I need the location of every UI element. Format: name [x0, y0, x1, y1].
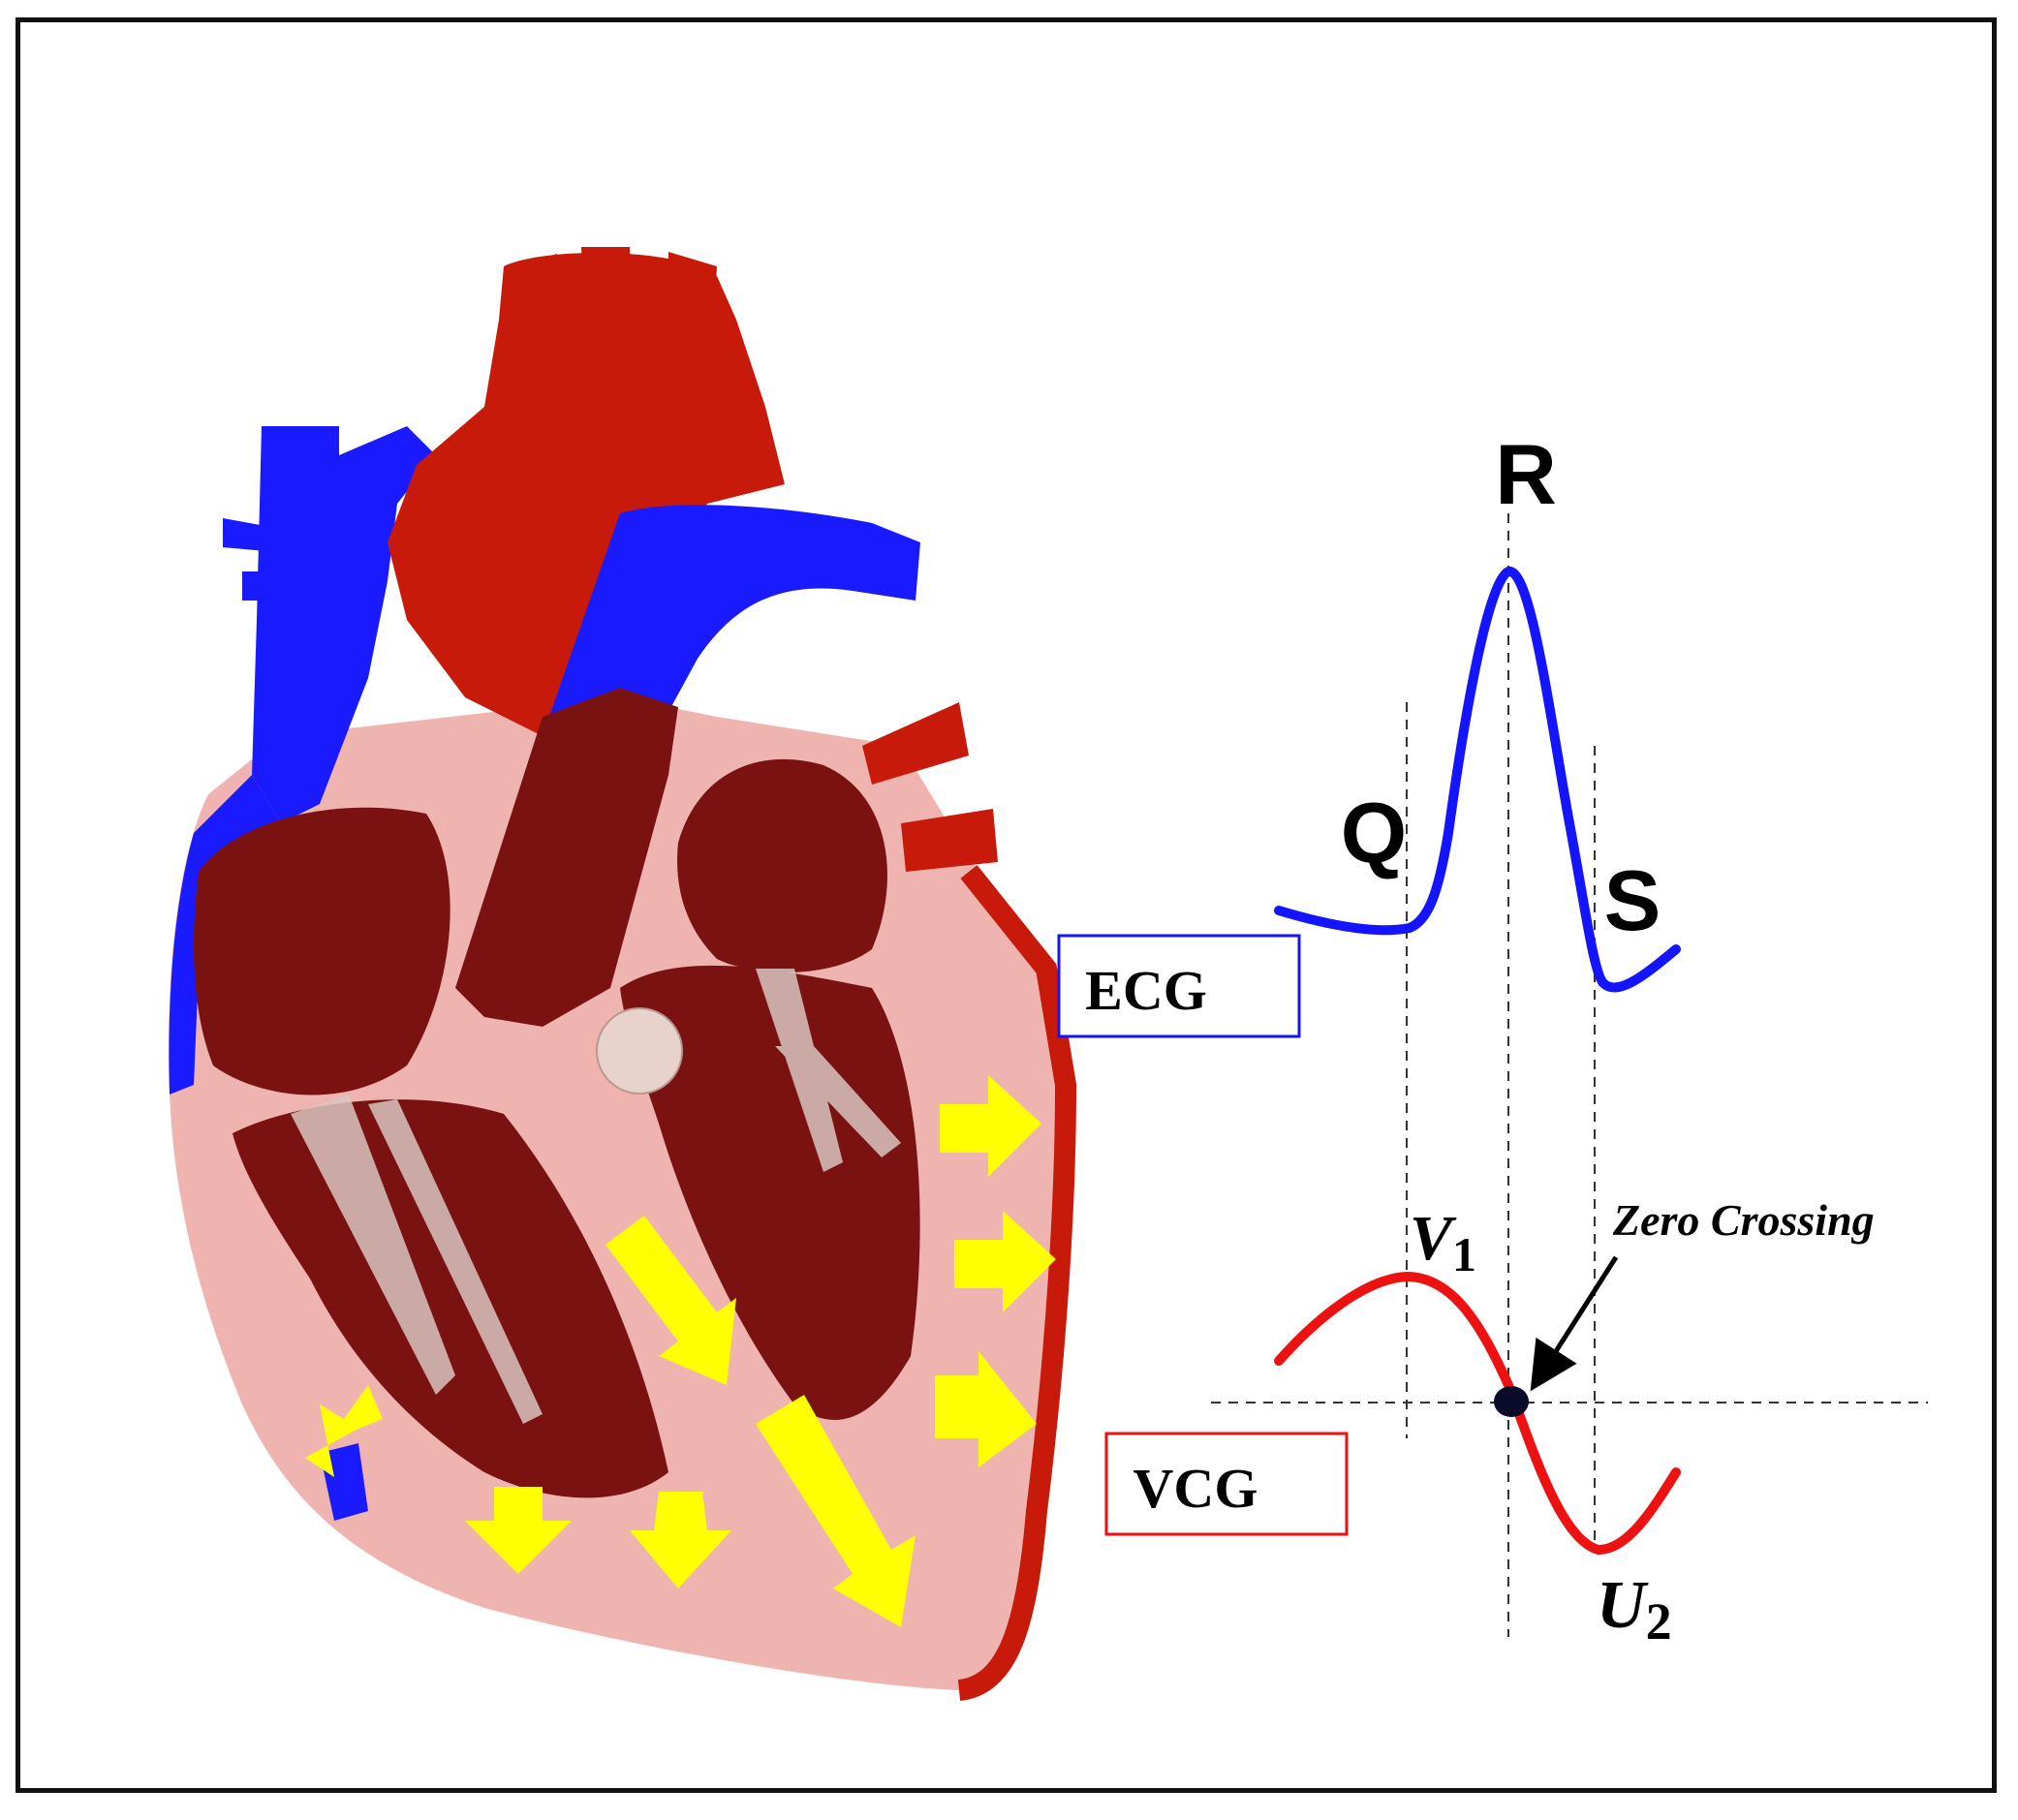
- aorta: [388, 253, 785, 736]
- waveform-diagram: R Q S V1 U2 Zero Crossing ECG VCG: [1057, 426, 1928, 1650]
- aortic-branch-3: [668, 252, 717, 358]
- u2-subscript: 2: [1646, 1592, 1672, 1650]
- arrow-icon: [935, 1351, 1037, 1467]
- figure-border: [16, 17, 1997, 1793]
- aortic-branch-1: [504, 254, 562, 368]
- ecg-label-text: ECG: [1085, 959, 1207, 1022]
- v1-subscript: 1: [1452, 1227, 1476, 1281]
- heart-illustration: [169, 247, 1077, 1701]
- vcg-label-box: [1104, 1432, 1349, 1536]
- arrow-icon: [954, 1211, 1056, 1312]
- right-atrium: [194, 807, 450, 1095]
- ecg-curve: [1274, 567, 1681, 993]
- s-point-label: S: [1604, 852, 1661, 948]
- arrow-icon: [465, 1487, 572, 1574]
- r-peak-label: R: [1495, 426, 1557, 522]
- zero-crossing-pointer: [1530, 1255, 1619, 1392]
- vein-rim-left: [169, 775, 281, 1095]
- heart-outer-rim: [957, 865, 1077, 1701]
- arrow-icon: [630, 1492, 731, 1589]
- v1-letter: V: [1410, 1203, 1457, 1274]
- u2-label: U2: [1597, 1568, 1672, 1650]
- pulmonary-vein-right-1: [862, 702, 969, 785]
- v1-label: V1: [1410, 1203, 1476, 1281]
- u2-letter: U: [1597, 1568, 1649, 1643]
- arrow-icon: [940, 1075, 1041, 1177]
- vcg-label-text: VCG: [1133, 1457, 1258, 1520]
- chordae-left: [756, 969, 901, 1172]
- zero-crossing-point: [1494, 1386, 1529, 1417]
- pulmonary-vein-left: [223, 518, 276, 601]
- pulmonary-vein-right-2: [901, 809, 998, 872]
- q-point-label: Q: [1341, 785, 1407, 880]
- aortic-branch-2: [581, 247, 635, 358]
- aortic-root: [455, 688, 678, 1027]
- arrow-icon: [605, 1216, 736, 1385]
- zero-crossing-label: Zero Crossing: [1612, 1195, 1875, 1245]
- vena-cava: [252, 426, 436, 823]
- vcg-curve: [1274, 1271, 1681, 1556]
- left-atrium: [677, 758, 887, 972]
- arrow-icon: [756, 1395, 916, 1627]
- left-ventricle: [620, 965, 920, 1420]
- aortic-valve: [596, 1007, 683, 1095]
- depolarization-arrows: [305, 1075, 1056, 1627]
- chordae-right: [291, 1095, 543, 1424]
- arrow-icon: [305, 1385, 383, 1477]
- ecg-label-box: [1057, 934, 1301, 1038]
- inferior-vena-cava: [320, 1443, 368, 1521]
